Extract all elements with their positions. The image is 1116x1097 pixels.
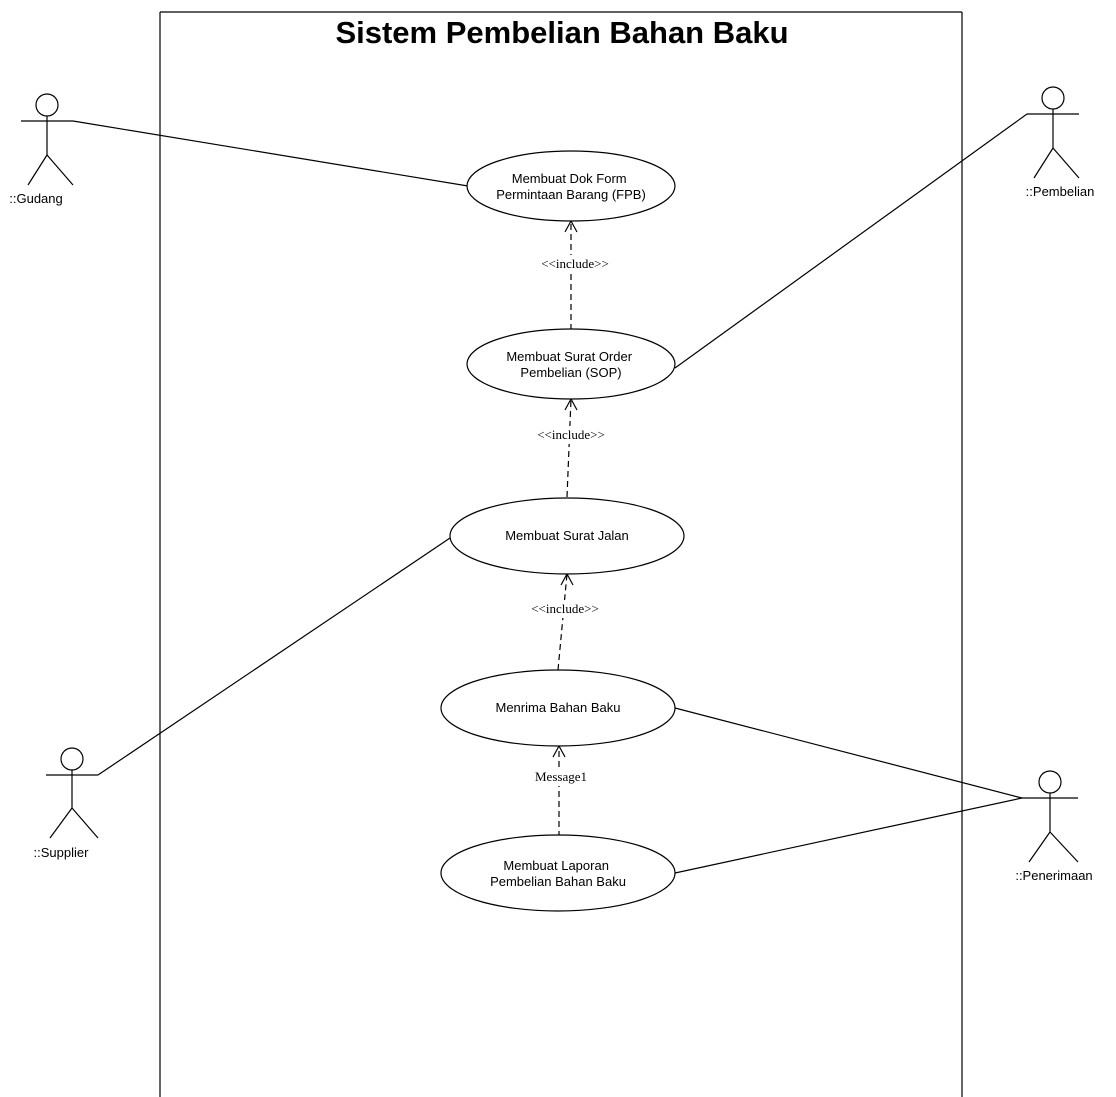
actor-head-icon [60,747,84,771]
actor-head-icon [1041,86,1065,110]
use-case-laporan-line-2: Pembelian Bahan Baku [490,874,626,889]
system-boundary: Sistem Pembelian Bahan Baku [159,11,963,1097]
actor-gudang-label: ::Gudang [9,191,63,206]
associations [72,113,1028,874]
use-case-terima[interactable]: Menrima Bahan Baku [440,669,676,747]
actor-gudang[interactable]: ::Gudang [9,93,74,206]
assoc-supplier-surat-jalan [97,535,454,776]
assoc-gudang-fpb [72,120,469,187]
message-arrow-laporan-to-terima [552,744,566,837]
use-case-fpb[interactable]: Membuat Dok Form Permintaan Barang (FPB) [466,150,676,222]
use-case-surat-jalan-label: Membuat Surat Jalan [505,528,629,543]
message-label: Message1 [535,769,587,784]
use-case-terima-label: Menrima Bahan Baku [495,700,620,715]
svg-text:Membuat Laporan Pembelia: Membuat Laporan Pembelian Bahan Baku [490,858,626,889]
use-case-fpb-line-1: Membuat Dok Form [512,171,627,186]
svg-text:Membuat Surat Order Pemb: Membuat Surat Order Pembelian (SOP) [506,349,635,380]
actor-pembelian-label: ::Pembelian [1026,184,1095,199]
include-arrow-sop-to-fpb [564,219,578,330]
relation-labels: <<include>> <<include>> <<include>> Mess… [517,255,623,786]
include-arrow-surat-jalan-to-sop [564,397,578,498]
actor-head-icon [35,93,59,117]
actor-head-icon [1038,770,1062,794]
actor-penerimaan[interactable]: ::Penerimaan [1015,770,1093,883]
actor-supplier[interactable]: ::Supplier [34,747,99,860]
include-label-1: <<include>> [541,256,609,271]
use-case-laporan-line-1: Membuat Laporan [503,858,609,873]
svg-text:Membuat Dok Form Permint: Membuat Dok Form Permintaan Barang (FPB) [496,171,646,202]
include-label-2: <<include>> [537,427,605,442]
use-case-laporan[interactable]: Membuat Laporan Pembelian Bahan Baku [440,834,676,912]
assoc-pembelian-sop [674,113,1028,369]
actor-supplier-label: ::Supplier [34,845,90,860]
use-case-sop-line-1: Membuat Surat Order [506,349,632,364]
use-case-sop[interactable]: Membuat Surat Order Pembelian (SOP) [466,328,676,400]
use-case-surat-jalan[interactable]: Membuat Surat Jalan [449,497,685,575]
use-case-sop-line-2: Pembelian (SOP) [520,365,621,380]
system-title: Sistem Pembelian Bahan Baku [335,15,788,50]
include-arrow-terima-to-surat-jalan [557,572,574,671]
actor-pembelian[interactable]: ::Pembelian [1026,86,1095,199]
actor-penerimaan-label: ::Penerimaan [1015,868,1092,883]
assoc-penerimaan-laporan [674,797,1023,874]
assoc-penerimaan-terima [674,707,1023,799]
include-label-3: <<include>> [531,601,599,616]
use-case-fpb-line-2: Permintaan Barang (FPB) [496,187,646,202]
